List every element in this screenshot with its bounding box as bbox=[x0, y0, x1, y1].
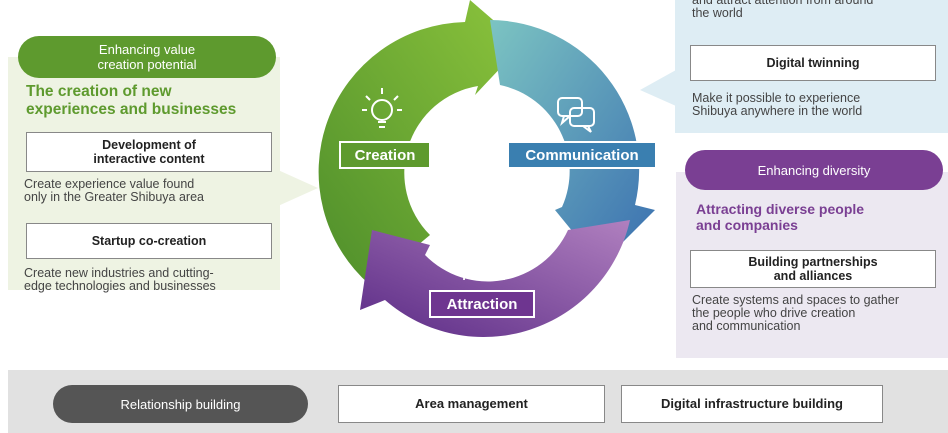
people-icon bbox=[463, 246, 505, 281]
digital-infrastructure-box: Digital infrastructure building bbox=[621, 385, 883, 423]
communication-label: Communication bbox=[507, 141, 657, 169]
startup-cocreation-box: Startup co-creation bbox=[26, 223, 272, 259]
creation-label-text: Creation bbox=[341, 143, 429, 167]
startup-cocreation-desc: Create new industries and cutting- edge … bbox=[24, 266, 216, 293]
digital-twinning-desc: Make it possible to experience Shibuya a… bbox=[692, 91, 863, 118]
relationship-building-label: Relationship building bbox=[120, 396, 241, 412]
digital-twinning-box: Digital twinning bbox=[690, 45, 936, 81]
attraction-label-text: Attraction bbox=[431, 292, 533, 316]
interactive-content-box: Development of interactive content bbox=[26, 132, 272, 172]
enhancing-value-pill: Enhancing value creation potential bbox=[18, 36, 276, 78]
chat-bubbles-icon bbox=[557, 97, 595, 133]
enhancing-diversity-pill: Enhancing diversity bbox=[685, 150, 943, 190]
creation-panel-pointer bbox=[278, 170, 318, 206]
attraction-arc bbox=[360, 220, 630, 338]
interactive-content-desc: Create experience value found only in th… bbox=[24, 177, 204, 204]
attraction-label: Attraction bbox=[429, 290, 535, 318]
enhancing-value-label: Enhancing value creation potential bbox=[97, 42, 197, 72]
creation-heading: The creation of new experiences and busi… bbox=[26, 83, 237, 118]
partnerships-desc: Create systems and spaces to gather the … bbox=[692, 293, 900, 333]
communication-label-text: Communication bbox=[509, 143, 655, 167]
communication-panel-pointer bbox=[640, 70, 676, 106]
creation-arc bbox=[318, 0, 522, 285]
communication-partial-text: and attract attention from around the wo… bbox=[692, 0, 874, 20]
lightbulb-icon bbox=[362, 88, 402, 128]
creation-label: Creation bbox=[339, 141, 431, 169]
diversity-heading: Attracting diverse people and companies bbox=[696, 201, 865, 233]
relationship-building-pill: Relationship building bbox=[53, 385, 308, 423]
enhancing-diversity-label: Enhancing diversity bbox=[757, 162, 871, 178]
area-management-box: Area management bbox=[338, 385, 605, 423]
partnerships-box: Building partnerships and alliances bbox=[690, 250, 936, 288]
